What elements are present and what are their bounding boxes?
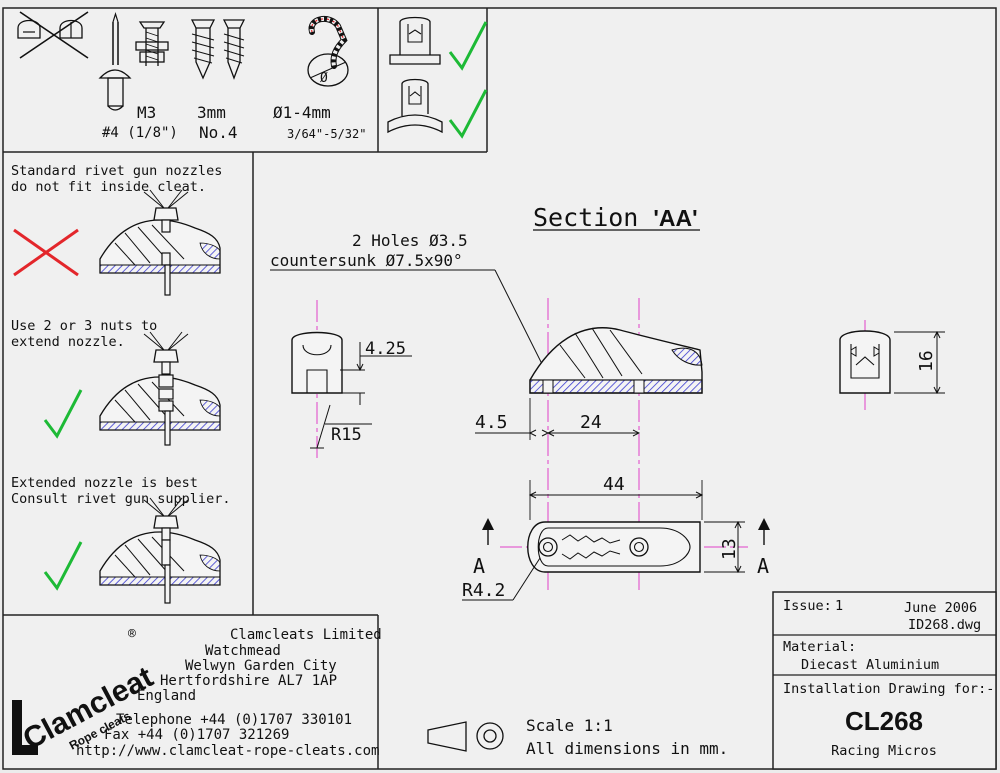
- cleat-end-view-right: 16: [839, 320, 945, 412]
- issue-label: Issue:: [783, 598, 832, 614]
- cleat-section-view: [529, 327, 703, 394]
- drawing-file: ID268.dwg: [908, 617, 981, 633]
- section-aa-drawing: Section 'AA' 2 Holes Ø3.5 countersunk Ø7…: [270, 203, 945, 601]
- rope-icon: Ø: [307, 15, 349, 87]
- note1-line1: Standard rivet gun nozzles: [11, 163, 222, 179]
- rope-diameter-label: Ø1-4mm: [273, 103, 331, 122]
- section-title: Section 'AA': [533, 203, 698, 232]
- base-mounting-panel: [387, 16, 488, 138]
- dim-4-25: 4.25: [365, 339, 406, 359]
- address-line3: Hertfordshire AL7 1AP: [160, 673, 337, 689]
- nut-extension-illustration: [99, 331, 221, 446]
- curved-base-cleat-icon: [387, 78, 443, 134]
- wood-screw-label: 3mm: [197, 103, 226, 122]
- dim-16: 16: [916, 350, 937, 372]
- dim-44: 44: [603, 474, 625, 495]
- installation-label: Installation Drawing for:-: [783, 681, 994, 697]
- svg-text:A: A: [757, 554, 769, 578]
- cleat-top-view: [527, 521, 701, 573]
- wood-screw-number: No.4: [199, 123, 238, 142]
- note2-line2: extend nozzle.: [11, 334, 125, 350]
- material-value: Diecast Aluminium: [801, 657, 939, 673]
- machine-screw-label: M3: [137, 103, 156, 122]
- wood-screw-icon: [190, 19, 246, 80]
- title-block: Issue: 1 June 2006 ID268.dwg Material: D…: [772, 591, 997, 770]
- section-marker-right: A: [757, 518, 770, 578]
- note3-line2: Consult rivet gun supplier.: [11, 491, 230, 507]
- address-line1: Watchmead: [205, 643, 281, 659]
- part-number: CL268: [845, 706, 923, 736]
- dim-24: 24: [580, 412, 602, 433]
- rope-diameter-symbol: Ø: [320, 71, 328, 86]
- fax: Fax +44 (0)1707 321269: [104, 727, 289, 743]
- machine-screw-nut-icon: [135, 21, 169, 66]
- units-text: All dimensions in mm.: [526, 739, 728, 758]
- rope-imperial-label: 3/64"-5/32": [287, 127, 366, 141]
- dim-13: 13: [719, 538, 740, 560]
- registered-mark: ®: [128, 627, 136, 642]
- address-line2: Welwyn Garden City: [185, 658, 337, 674]
- holes-callout-line1: 2 Holes Ø3.5: [352, 231, 468, 250]
- issue-date: June 2006: [904, 600, 977, 616]
- cross-icon: [13, 228, 79, 277]
- issue-value: 1: [835, 598, 843, 614]
- product-line: Racing Micros: [831, 743, 937, 759]
- scale-block: Scale 1:1 All dimensions in mm.: [427, 716, 728, 758]
- telephone: Telephone +44 (0)1707 330101: [116, 712, 352, 728]
- cleat-end-view-left: 4.25 R15: [291, 300, 412, 460]
- rivet-size-label: #4 (1/8"): [102, 125, 178, 141]
- projection-symbol-icon: [427, 721, 504, 752]
- flat-base-cleat-icon: [389, 16, 441, 65]
- rivet-notes-panel: Standard rivet gun nozzles do not fit in…: [11, 163, 230, 604]
- dim-r4-2: R4.2: [462, 580, 505, 601]
- note2-line1: Use 2 or 3 nuts to: [11, 318, 157, 334]
- holes-leader-line: [494, 269, 547, 373]
- website-link[interactable]: http://www.clamcleat-rope-cleats.com: [76, 743, 379, 759]
- extended-nozzle-illustration: [99, 497, 221, 604]
- address-line4: England: [137, 688, 196, 704]
- scale-text: Scale 1:1: [526, 716, 613, 735]
- holes-callout-line2: countersunk Ø7.5x90°: [270, 251, 463, 270]
- fasteners-panel: Ø #4 (1/8") M3 3mm No.4 Ø1-4mm 3/64"-5/3…: [17, 11, 366, 142]
- company-name: Clamcleats Limited: [230, 627, 382, 643]
- dim-4-5: 4.5: [475, 412, 508, 433]
- material-label: Material:: [783, 639, 856, 655]
- section-marker-left: A: [473, 518, 494, 578]
- crossed-pan-screw-icon: [17, 11, 89, 59]
- note3-line1: Extended nozzle is best: [11, 475, 198, 491]
- standard-nozzle-illustration: [99, 189, 221, 296]
- svg-text:A: A: [473, 554, 485, 578]
- note1-line2: do not fit inside cleat.: [11, 179, 206, 195]
- rivet-icon: [98, 11, 132, 111]
- dim-r15: R15: [331, 425, 362, 445]
